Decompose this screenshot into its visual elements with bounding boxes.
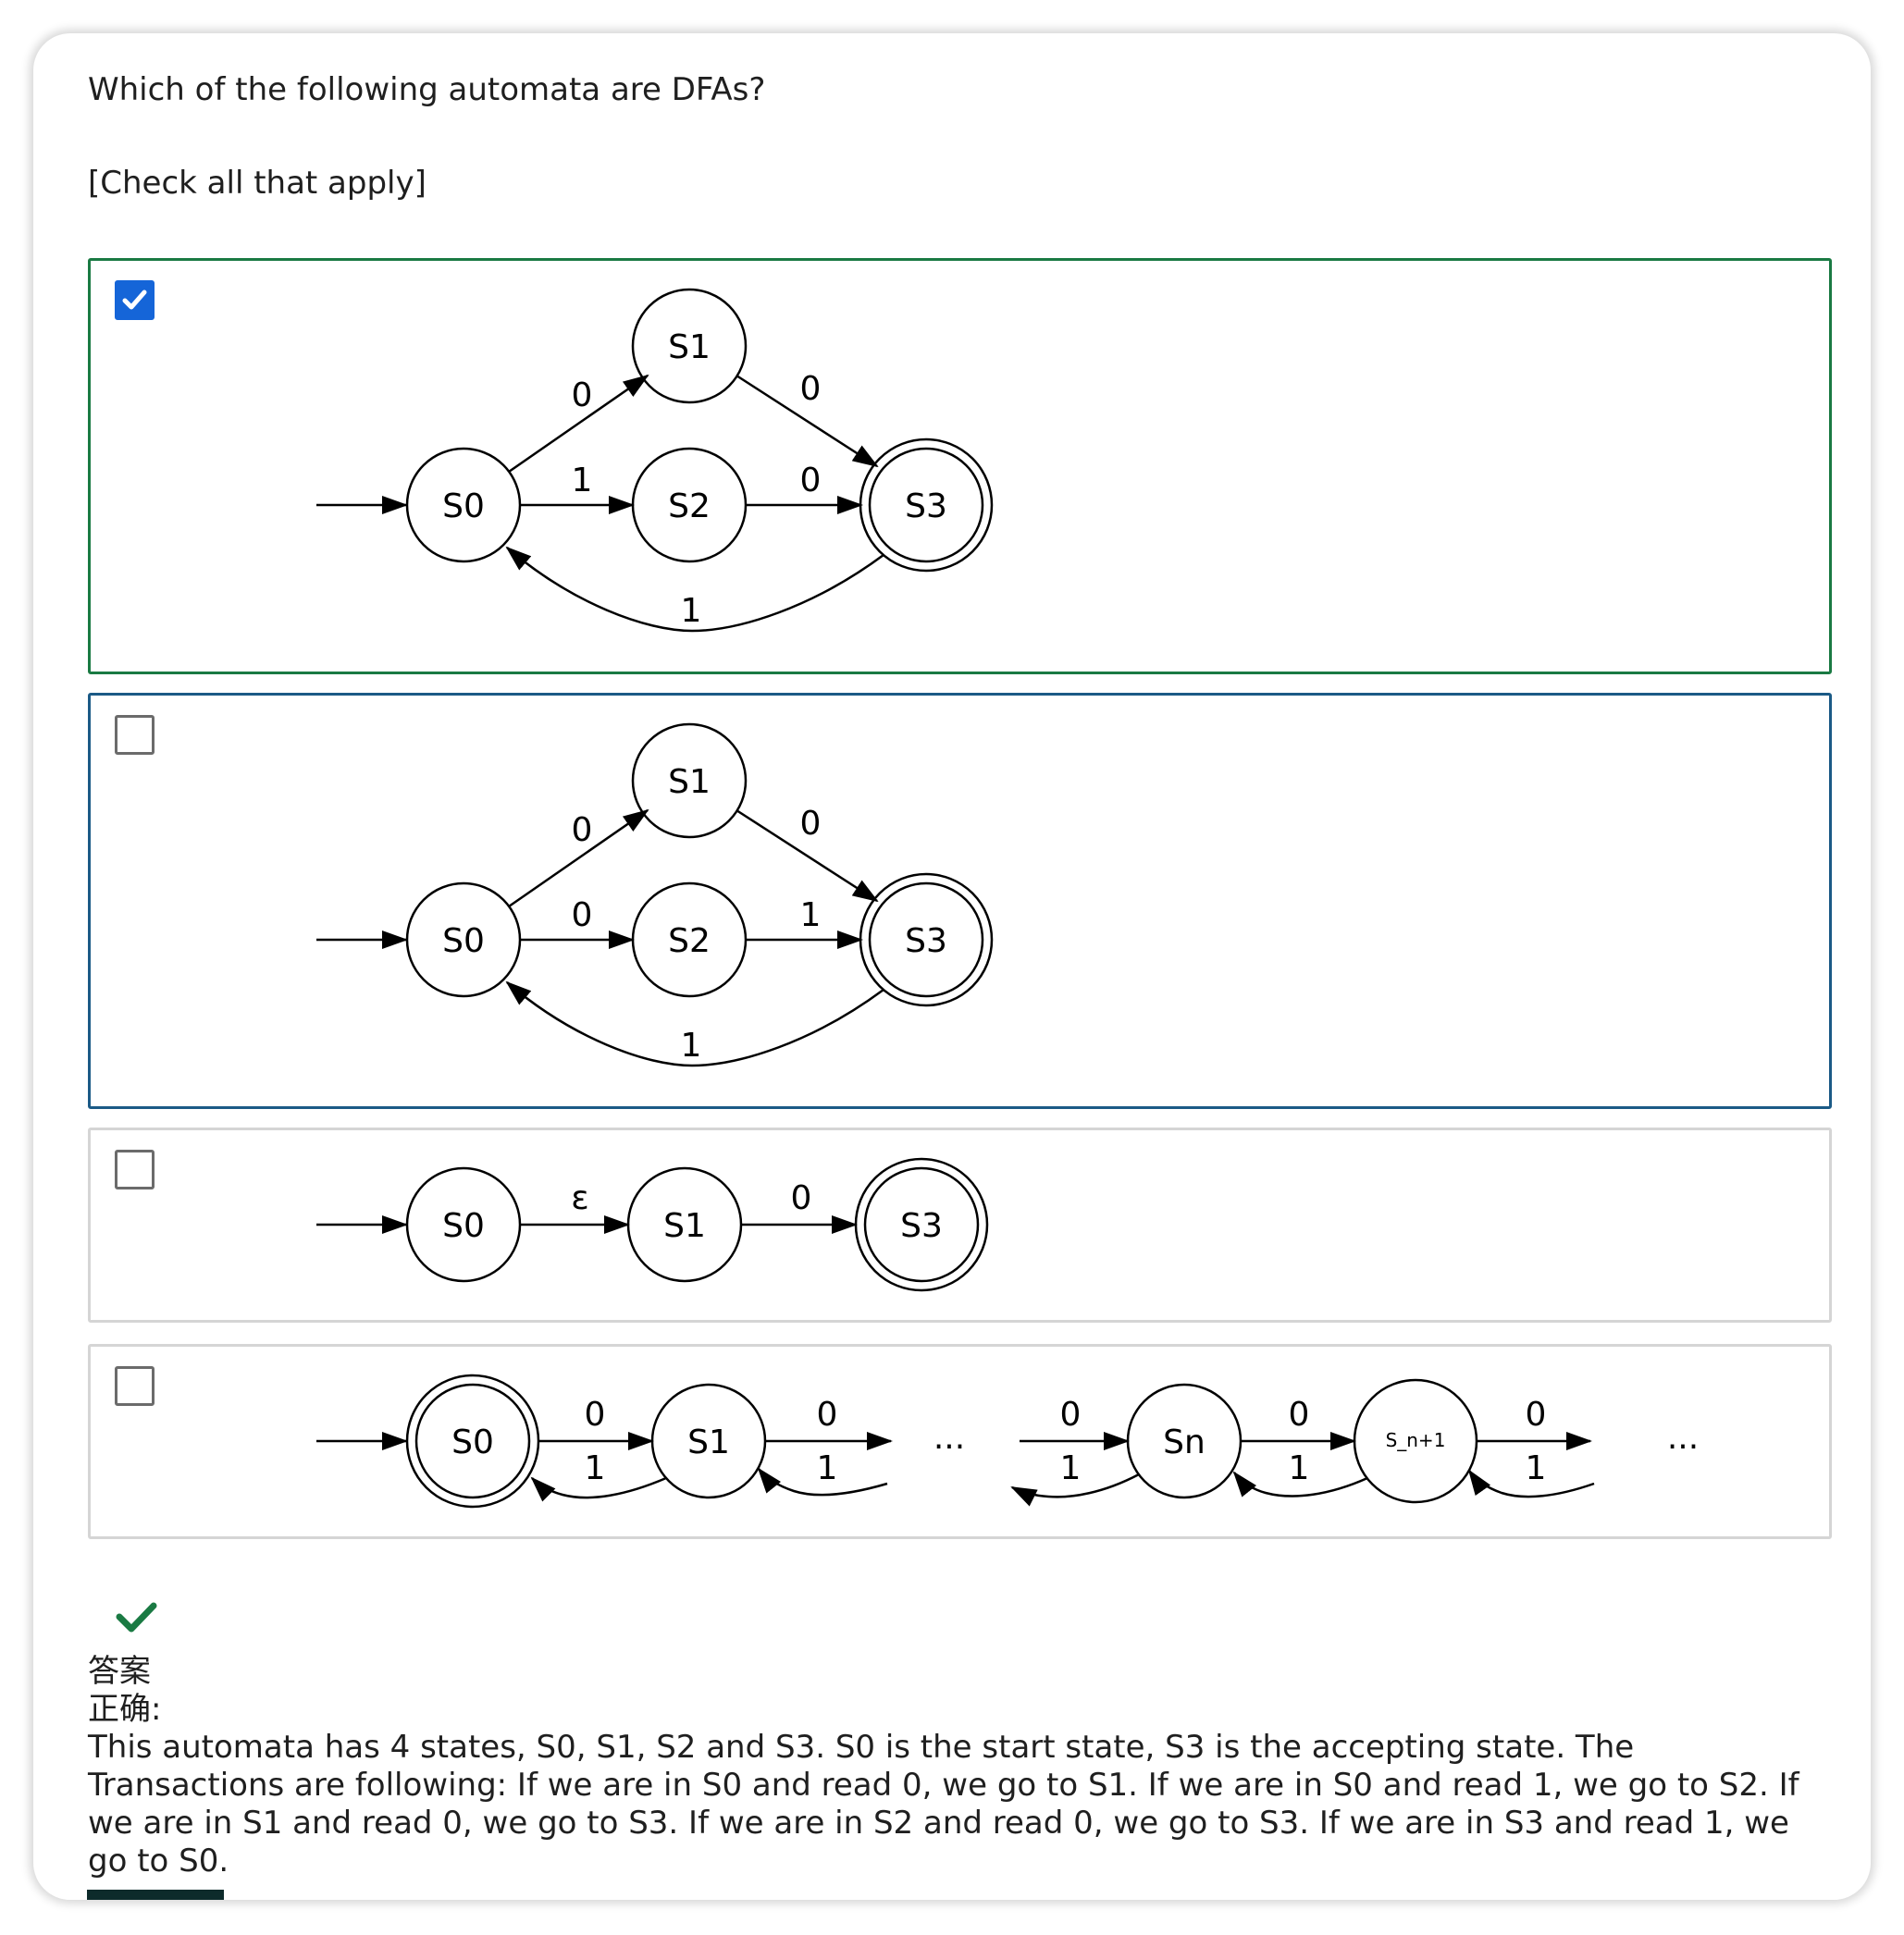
question-instruction: [Check all that apply] [88,165,427,202]
edge-label: 1 [1060,1449,1082,1487]
edge-label: ε [571,1179,588,1217]
edge-label: 0 [572,376,593,414]
edge-label: 0 [791,1179,812,1217]
option-2-checkbox[interactable] [115,715,155,755]
edge-label: 0 [800,462,822,499]
automaton-4-diagram: S0 S1 Sn S_n+1 0 1 0 1 0 1 0 1 0 1 ... .… [316,1374,1699,1509]
edge-s1-s0 [530,1476,667,1502]
state-label: Sn [1163,1424,1205,1461]
state-label: S2 [668,922,711,960]
edge-label: 0 [1060,1396,1082,1434]
state-label: S_n+1 [1386,1429,1446,1451]
bottom-bar [87,1890,224,1900]
answer-explanation: This automata has 4 states, S0, S1, S2 a… [88,1729,1799,1880]
edge-label: 0 [572,896,593,934]
state-label: S3 [905,922,947,960]
answer-heading: 答案 [88,1653,151,1690]
state-s1 [631,722,748,839]
edge-label: 0 [800,805,822,843]
state-s1 [631,288,748,404]
edge-label: 1 [585,1449,606,1487]
edge-label: 1 [681,592,702,630]
state-label: S1 [663,1207,706,1245]
automaton-2-diagram: S0 S1 S2 S3 0 0 0 1 1 [316,722,994,1067]
edge-label: 0 [817,1396,838,1434]
edge-label: 1 [817,1449,838,1487]
edge-sn1-sn [1232,1471,1368,1497]
option-4[interactable]: S0 S1 Sn S_n+1 0 1 0 1 0 1 0 1 0 1 ... .… [88,1344,1832,1539]
option-3-checkbox[interactable] [115,1150,155,1189]
state-label: S3 [900,1207,943,1245]
edge-label: 0 [1526,1396,1547,1434]
state-label: S3 [905,487,947,525]
edge-s3-s0 [505,546,884,633]
edge-label: 0 [800,370,822,408]
state-label: S1 [668,763,711,801]
quiz-window: Which of the following automata are DFAs… [33,33,1871,1900]
edge-s1-s3 [736,374,879,468]
option-3[interactable]: S0 S1 S3 ε 0 [88,1128,1832,1323]
checkmark-icon [116,1602,157,1633]
edge-s0-s1 [508,808,649,908]
option-4-checkbox[interactable] [115,1366,155,1406]
edge-label: 1 [800,896,822,934]
edge-label: 0 [572,811,593,849]
edge-label: 0 [585,1396,606,1434]
ellipsis-label: ... [933,1419,965,1457]
state-label: S0 [442,922,485,960]
edge-label: 0 [1289,1396,1310,1434]
state-label: S0 [442,1207,485,1245]
edge-label: 1 [1526,1449,1547,1487]
option-1[interactable]: S0 S1 S2 S3 0 1 0 0 1 [88,258,1832,674]
edge-label: 1 [572,462,593,499]
state-label: S1 [668,328,711,366]
edge-s0-s1 [508,374,649,474]
edge-s1-s3 [736,808,879,903]
option-2[interactable]: S0 S1 S2 S3 0 0 0 1 1 [88,693,1832,1109]
answer-feedback: 答案 正确: This automata has 4 states, S0, S… [88,1653,1836,1880]
state-label: S0 [451,1424,494,1461]
edge-ellipsis-sn1 [1467,1469,1595,1498]
edge-ellipsis-s1 [757,1467,888,1497]
checkmark-icon [122,290,147,310]
option-1-checkbox[interactable] [115,280,155,320]
state-label: S2 [668,487,711,525]
answer-result: 正确: [88,1691,162,1728]
ellipsis-label: ... [1667,1419,1699,1457]
question-text: Which of the following automata are DFAs… [88,71,766,108]
edge-s3-s0 [505,980,884,1067]
edge-sn-ellipsis [1010,1473,1140,1507]
automaton-1-diagram: S0 S1 S2 S3 0 1 0 0 1 [316,288,994,633]
state-label: S0 [442,487,485,525]
edge-label: 1 [1289,1449,1310,1487]
edge-label: 1 [681,1027,702,1065]
state-label: S1 [687,1424,730,1461]
automaton-3-diagram: S0 S1 S3 ε 0 [316,1157,989,1292]
